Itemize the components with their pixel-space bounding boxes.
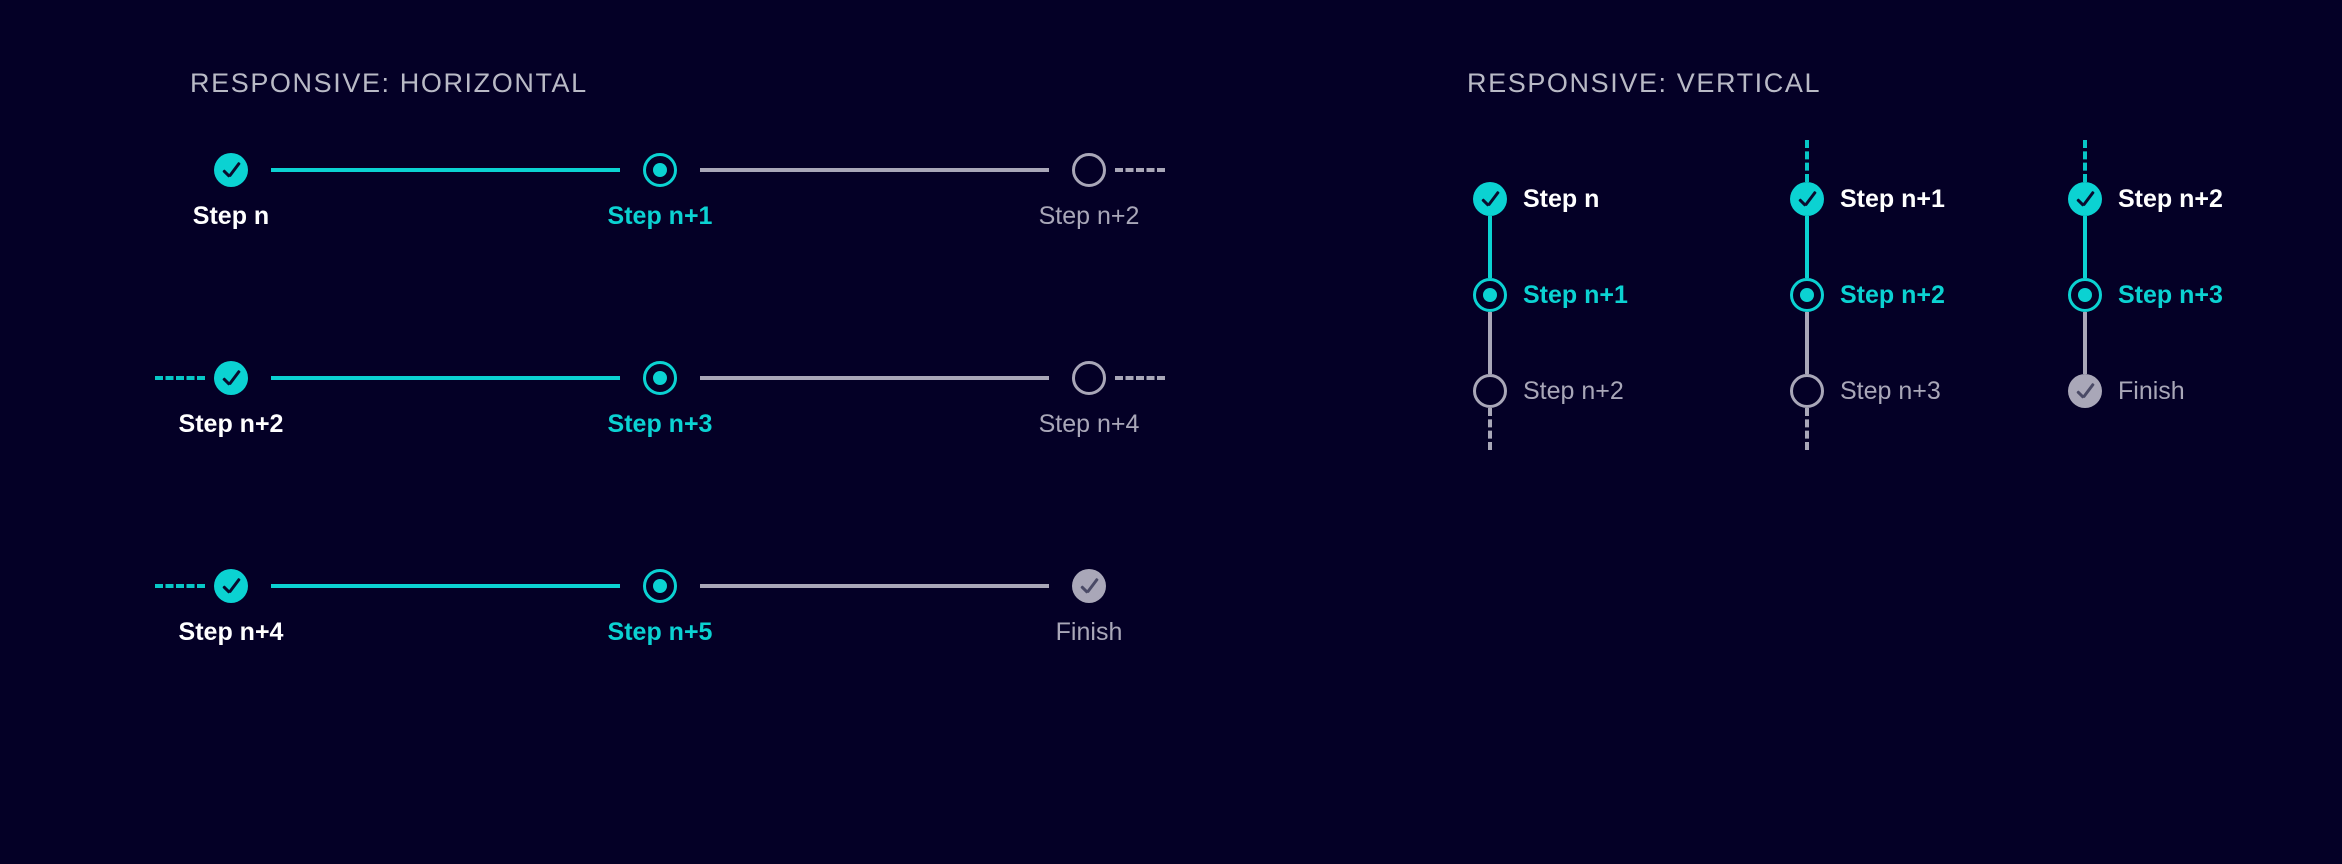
step-node-completed[interactable]: Step n+2 — [2068, 182, 2342, 216]
step-label: Step n+2 — [2118, 184, 2223, 213]
step-node-active[interactable]: Step n+1 — [1473, 278, 1813, 312]
top-dashed-connector — [1805, 140, 1809, 182]
trailing-dashed-connector — [1115, 376, 1165, 380]
step-node-completed[interactable] — [205, 569, 257, 603]
horizontal-stepper-row: Step n+4 Step n+5 Finish — [155, 556, 1165, 686]
bottom-dashed-connector — [1488, 408, 1492, 450]
radio-dot-icon[interactable] — [1473, 278, 1507, 312]
horizontal-stepper-row: Step n Step n+1 Step n+2 — [155, 140, 1165, 270]
leading-dashed-connector — [155, 168, 205, 172]
step-label: Step n+2 — [178, 410, 284, 438]
stepper-track — [155, 556, 1165, 616]
step-node-finish[interactable]: Finish — [2068, 374, 2342, 408]
top-dashed-connector — [1488, 140, 1492, 182]
stepper-track — [155, 140, 1165, 200]
step-label: Step n — [192, 202, 270, 230]
step-connector-line — [1805, 216, 1809, 278]
section-title-horizontal: RESPONSIVE: HORIZONTAL — [190, 68, 588, 98]
section-title-vertical: RESPONSIVE: VERTICAL — [1467, 68, 1822, 98]
radio-dot-icon[interactable] — [2068, 278, 2102, 312]
check-circle-icon[interactable] — [2068, 182, 2102, 216]
step-connector-line — [1488, 312, 1492, 374]
step-node-active[interactable]: Step n+3 — [2068, 278, 2342, 312]
step-connector-line — [271, 376, 620, 380]
step-label: Step n+3 — [2118, 280, 2223, 309]
step-label: Step n — [1523, 184, 1600, 213]
step-label: Step n+3 — [607, 410, 713, 438]
step-label: Finish — [2118, 376, 2185, 405]
check-circle-icon[interactable] — [214, 153, 248, 187]
step-node-finish[interactable] — [1063, 569, 1115, 603]
step-label: Step n+2 — [1523, 376, 1624, 405]
step-label: Step n+1 — [607, 202, 713, 230]
step-label: Step n+2 — [1840, 280, 1945, 309]
step-node-inactive[interactable] — [1063, 153, 1115, 187]
step-label: Finish — [1055, 618, 1123, 646]
bottom-dashed-connector — [2083, 408, 2087, 450]
stepper-label-row: Step n+4 Step n+5 Finish — [155, 618, 1165, 658]
trailing-dashed-connector — [1115, 584, 1165, 588]
step-node-active[interactable] — [634, 361, 686, 395]
bottom-dashed-connector — [1805, 408, 1809, 450]
step-node-active[interactable]: Step n+2 — [1790, 278, 2130, 312]
step-connector-line — [271, 168, 620, 172]
leading-dashed-connector — [155, 584, 205, 588]
step-label: Step n+1 — [1523, 280, 1628, 309]
step-connector-line — [2083, 312, 2087, 374]
step-node-completed[interactable]: Step n — [1473, 182, 1813, 216]
stepper-label-row: Step n+2 Step n+3 Step n+4 — [155, 410, 1165, 450]
leading-dashed-connector — [155, 376, 205, 380]
check-circle-icon[interactable] — [1473, 182, 1507, 216]
step-label: Step n+4 — [1038, 410, 1140, 438]
step-node-completed[interactable] — [205, 153, 257, 187]
step-label: Step n+1 — [1840, 184, 1945, 213]
step-node-completed[interactable]: Step n+1 — [1790, 182, 2130, 216]
step-connector-line — [271, 584, 620, 588]
radio-dot-icon[interactable] — [643, 153, 677, 187]
check-circle-icon[interactable] — [214, 569, 248, 603]
step-connector-line — [1805, 312, 1809, 374]
step-connector-line — [700, 584, 1049, 588]
step-node-active[interactable] — [634, 153, 686, 187]
step-node-inactive[interactable] — [1063, 361, 1115, 395]
step-label: Step n+2 — [1038, 202, 1140, 230]
check-circle-icon[interactable] — [1790, 182, 1824, 216]
step-label: Step n+4 — [178, 618, 284, 646]
horizontal-stepper-row: Step n+2 Step n+3 Step n+4 — [155, 348, 1165, 478]
stepper-label-row: Step n Step n+1 Step n+2 — [155, 202, 1165, 242]
step-label: Step n+5 — [607, 618, 713, 646]
step-node-inactive[interactable]: Step n+3 — [1790, 374, 2130, 408]
step-connector-line — [700, 168, 1049, 172]
check-circle-icon[interactable] — [214, 361, 248, 395]
step-connector-line — [1488, 216, 1492, 278]
radio-dot-icon[interactable] — [643, 361, 677, 395]
step-connector-line — [2083, 216, 2087, 278]
empty-circle-icon[interactable] — [1072, 361, 1106, 395]
trailing-dashed-connector — [1115, 168, 1165, 172]
empty-circle-icon[interactable] — [1473, 374, 1507, 408]
stepper-track — [155, 348, 1165, 408]
check-circle-disabled-icon[interactable] — [2068, 374, 2102, 408]
step-node-completed[interactable] — [205, 361, 257, 395]
empty-circle-icon[interactable] — [1790, 374, 1824, 408]
radio-dot-icon[interactable] — [1790, 278, 1824, 312]
radio-dot-icon[interactable] — [643, 569, 677, 603]
step-label: Step n+3 — [1840, 376, 1941, 405]
step-node-active[interactable] — [634, 569, 686, 603]
check-circle-disabled-icon[interactable] — [1072, 569, 1106, 603]
empty-circle-icon[interactable] — [1072, 153, 1106, 187]
step-node-inactive[interactable]: Step n+2 — [1473, 374, 1813, 408]
step-connector-line — [700, 376, 1049, 380]
top-dashed-connector — [2083, 140, 2087, 182]
